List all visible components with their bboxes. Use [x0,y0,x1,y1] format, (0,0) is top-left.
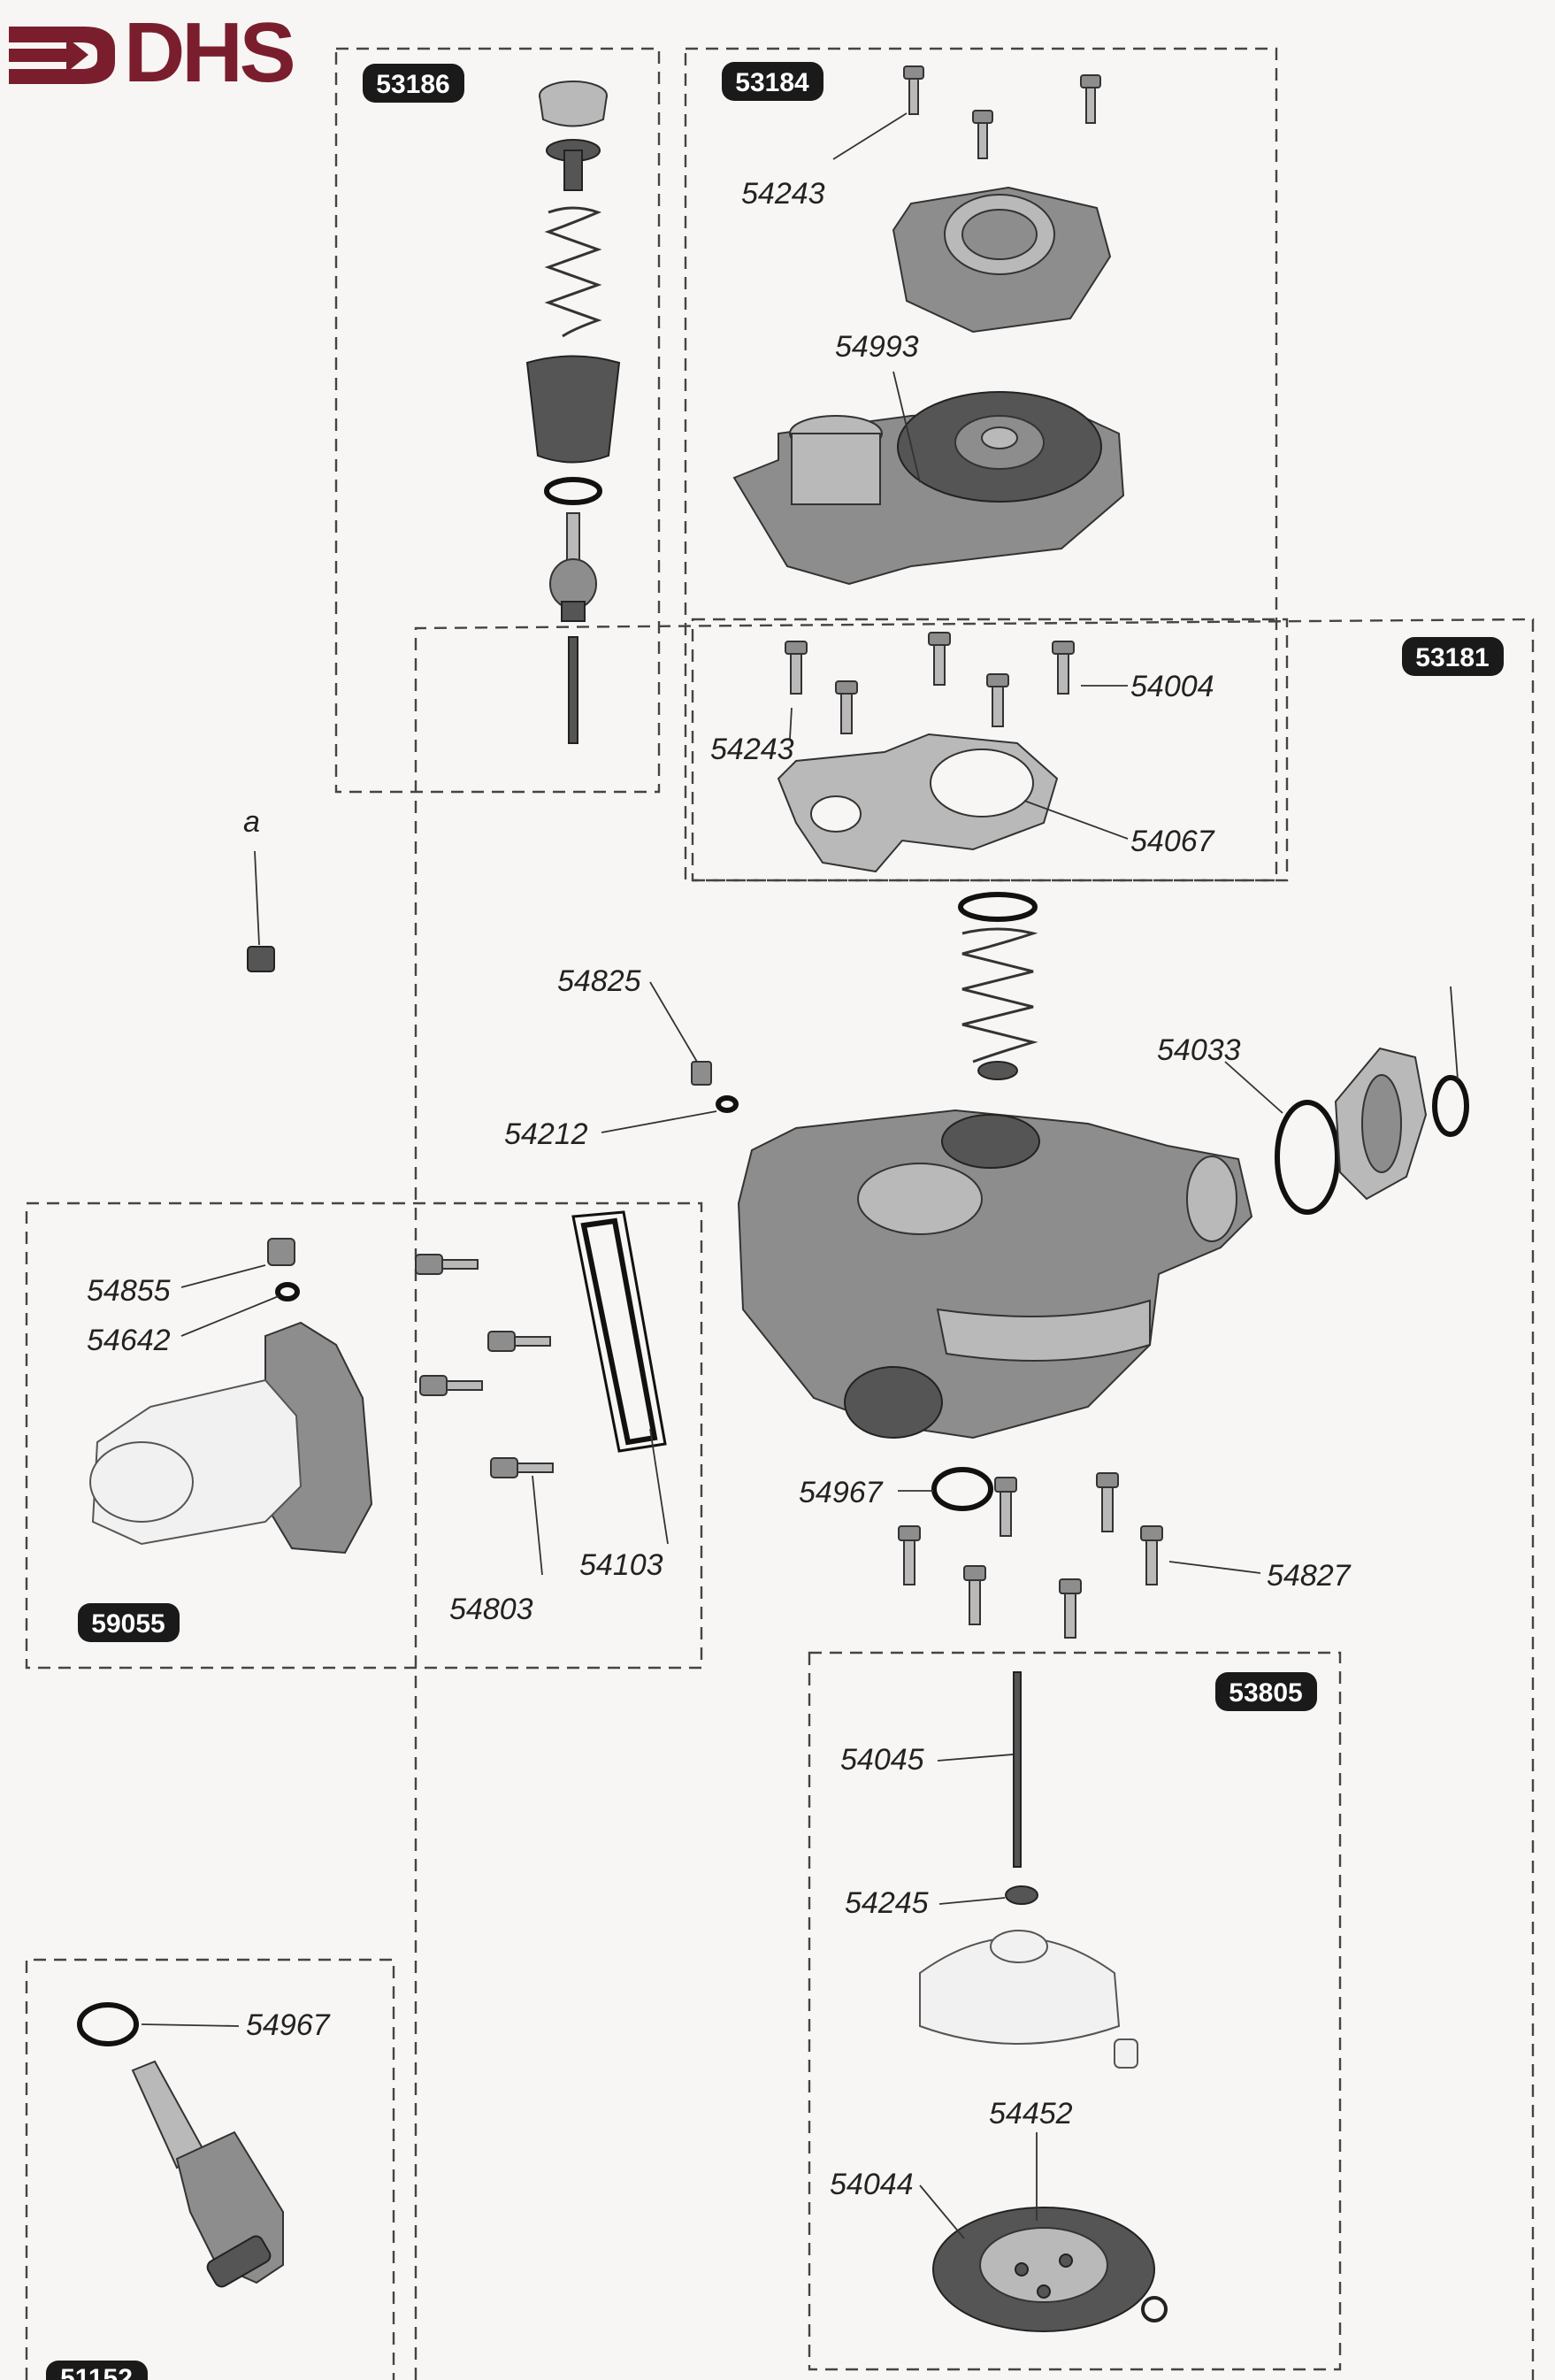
mid-screws-illustration [785,632,1075,734]
label-54967-main: 54967 [799,1476,884,1509]
o-ring-54967-51152-illustration [77,2002,139,2046]
label-54967-51152: 54967 [246,2008,331,2042]
label-54452: 54452 [989,2097,1073,2130]
main-spring-illustration [958,892,1038,1080]
label-54827: 54827 [1267,1559,1352,1593]
group-badge-51152: 51152 [46,2361,148,2380]
group-badge-53805: 53805 [1215,1672,1317,1711]
group-box-53186 [334,47,661,794]
cover-plate-illustration [892,186,1112,334]
label-54045: 54045 [840,1743,924,1777]
o-ring-small-right-illustration [1432,1075,1469,1137]
label-54642: 54642 [87,1324,171,1357]
group-box-53805 [808,1651,1342,2371]
label-54243-mid: 54243 [710,733,794,766]
label-54803: 54803 [449,1593,533,1626]
dhs-logo: DHS [9,5,297,100]
o-ring-54212-illustration [716,1095,739,1113]
plug-a-illustration [247,946,275,972]
nut-54855-illustration [267,1238,295,1266]
leader-lines [141,112,1459,2239]
label-54243-top: 54243 [741,177,825,211]
bleed-screw-54825-illustration [691,1061,712,1086]
stem-54045-illustration [1013,1671,1022,1868]
screws-54827-illustration [898,1472,1163,1639]
label-54004: 54004 [1130,670,1214,703]
diaphragm-54044-illustration [932,2207,1168,2332]
label-a: a [243,805,260,839]
svg-text:51152: 51152 [60,2364,133,2380]
o-ring-54033-illustration [1275,1100,1340,1215]
group-badge-53184: 53184 [722,62,823,101]
diaphragm-cover-illustration [919,1930,1138,2069]
label-54044: 54044 [830,2168,914,2201]
group-box-59055 [25,1202,703,1670]
valve-body-upper-illustration [732,391,1125,586]
label-54067: 54067 [1130,825,1215,858]
svg-text:53184: 53184 [735,68,809,97]
group-badge-53186: 53186 [363,64,464,103]
o-ring-54245-illustration [1005,1885,1038,1905]
svg-text:53805: 53805 [1229,1678,1302,1708]
cartridge-51152-illustration [131,2060,284,2288]
gasket-54103-illustration [571,1210,667,1453]
actuator-59055-illustration [89,1321,373,1555]
group-badge-59055: 59055 [78,1603,180,1642]
cartridge-assembly-illustration [525,81,621,744]
label-54993: 54993 [835,330,919,364]
label-54212: 54212 [504,1117,588,1151]
gasket-54067-illustration [777,733,1059,873]
svg-text:59055: 59055 [91,1609,165,1639]
label-54245: 54245 [845,1886,929,1920]
label-54033: 54033 [1157,1033,1241,1067]
union-nut-illustration [1334,1047,1428,1201]
label-54103: 54103 [579,1548,663,1582]
svg-text:53181: 53181 [1415,643,1489,672]
group-badge-53181: 53181 [1402,637,1504,676]
label-54825: 54825 [557,964,641,998]
logo-text: DHS [124,5,294,100]
o-ring-54642-illustration [275,1282,300,1301]
label-54855: 54855 [87,1274,171,1308]
group-box-51152 [25,1958,395,2380]
o-ring-54967-main-illustration [931,1467,993,1511]
svg-text:53186: 53186 [376,70,449,99]
screws-54803-illustration [415,1254,554,1478]
group-box-53181 [414,618,1535,2380]
main-valve-body-illustration [737,1109,1253,1440]
group-box-54243-54067 [691,618,1289,882]
top-screws-illustration [903,65,1101,159]
